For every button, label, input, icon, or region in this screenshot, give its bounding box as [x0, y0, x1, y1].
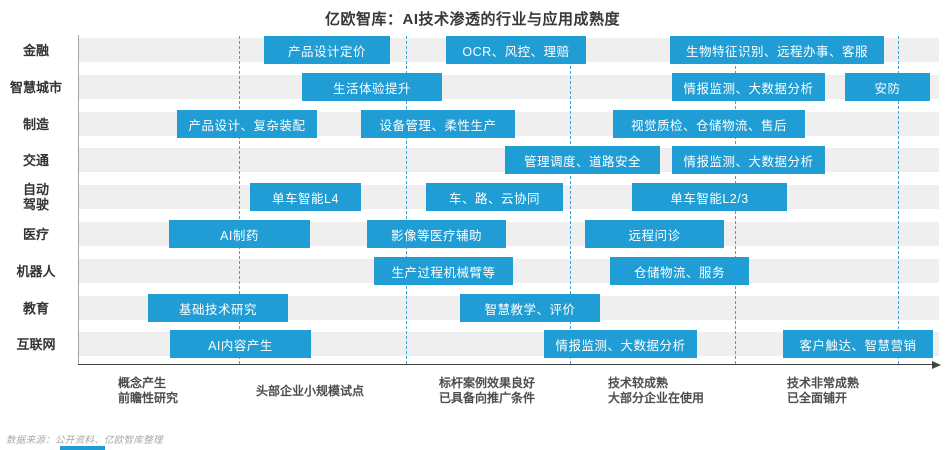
tag-box: 安防: [845, 73, 930, 101]
row-label: 智慧城市: [9, 79, 62, 95]
tag-box: 视觉质检、仓储物流、售后: [613, 110, 805, 138]
stage-label: 技术非常成熟已全面铺开: [786, 376, 860, 405]
tag-box: 单车智能L2/3: [632, 183, 787, 211]
stage-divider-line: [570, 36, 571, 364]
tag-box: 产品设计、复杂装配: [177, 110, 317, 138]
tag-box: 影像等医疗辅助: [367, 220, 506, 248]
tag-box: AI制药: [169, 220, 310, 248]
row-label: 金融: [22, 42, 49, 58]
tag-box: 单车智能L4: [250, 183, 361, 211]
tag-box: 情报监测、大数据分析: [672, 73, 825, 101]
row-label: 机器人: [16, 263, 56, 279]
stage-divider-line: [239, 36, 240, 364]
row-label: 交通: [22, 152, 49, 168]
row-label: 医疗: [22, 226, 49, 242]
tag-box: 生活体验提升: [302, 73, 442, 101]
tag-box: 管理调度、道路安全: [505, 146, 660, 174]
chart-title: 亿欧智库：AI技术渗透的行业与应用成熟度: [324, 11, 620, 28]
stage-divider-line: [898, 36, 899, 364]
stage-label: 标杆案例效果良好已具备向推广条件: [438, 376, 536, 405]
tag-box: 智慧教学、评价: [460, 294, 600, 322]
tag-box: 设备管理、柔性生产: [361, 110, 515, 138]
row-label: 互联网: [16, 336, 56, 352]
tag-box: 情报监测、大数据分析: [672, 146, 825, 174]
row-label: 教育: [22, 300, 49, 316]
row-label: 制造: [22, 116, 49, 132]
tag-box: 客户触达、智慧营销: [783, 330, 933, 358]
stage-label: 头部企业小规模试点: [255, 383, 365, 398]
tag-box: AI内容产生: [170, 330, 311, 358]
y-axis-line: [78, 35, 79, 364]
tag-box: 基础技术研究: [148, 294, 288, 322]
x-axis-line: [78, 364, 932, 365]
cropped-blue-box: [60, 446, 105, 450]
x-axis-arrowhead: [932, 361, 941, 369]
tag-box: 车、路、云协同: [426, 183, 563, 211]
stage-divider-line: [406, 36, 407, 364]
source-note: 数据来源：公开资料、亿欧智库整理: [6, 435, 163, 446]
tag-box: 产品设计定价: [264, 36, 390, 64]
stage-label: 技术较成熟大部分企业在使用: [607, 376, 705, 405]
tag-box: 生产过程机械臂等: [374, 257, 513, 285]
row-label: 自动驾驶: [22, 182, 49, 212]
tag-box: 仓储物流、服务: [610, 257, 749, 285]
tag-box: 远程问诊: [585, 220, 724, 248]
stage-label: 概念产生前瞻性研究: [117, 376, 179, 405]
tag-box: 情报监测、大数据分析: [544, 330, 697, 358]
tag-box: OCR、风控、理赔: [446, 36, 586, 64]
tag-box: 生物特征识别、远程办事、客服: [670, 36, 884, 64]
